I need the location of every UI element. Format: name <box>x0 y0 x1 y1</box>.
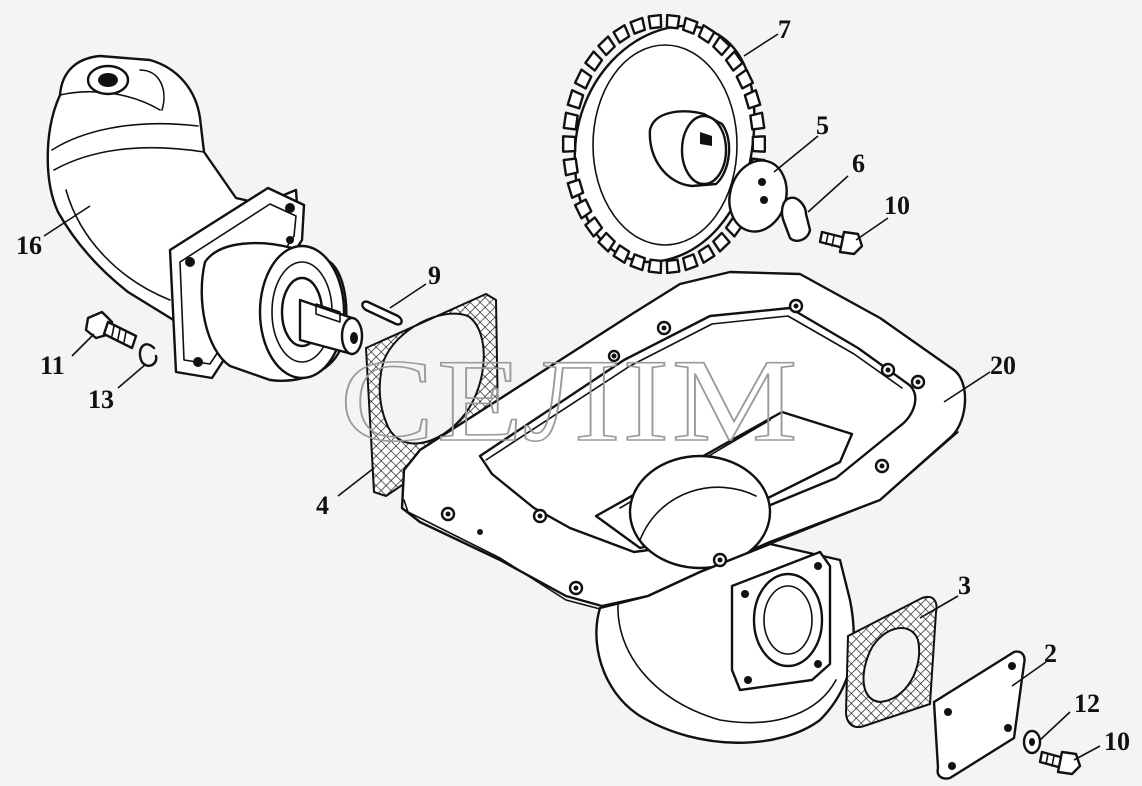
gear-tooth <box>735 68 755 90</box>
callout-2: 2 <box>1044 639 1057 668</box>
watermark-text: СЕЛІМ <box>340 335 800 466</box>
callout-20: 20 <box>990 351 1016 380</box>
callout-5: 5 <box>816 111 829 140</box>
gear-tooth <box>681 16 699 35</box>
housing-part-20 <box>400 270 967 744</box>
washer-part-13 <box>138 343 158 367</box>
gear-tooth <box>566 178 585 199</box>
callout-labels: 16 7 5 6 10 9 11 13 20 4 3 2 12 10 <box>16 15 1130 756</box>
gear-tooth <box>743 89 762 110</box>
washer-part-12 <box>1022 729 1042 755</box>
gear-tooth <box>612 24 631 44</box>
gear-tooth <box>566 89 585 110</box>
gear-tooth <box>629 16 647 35</box>
gear-tooth <box>724 50 744 72</box>
cover-part-2 <box>932 650 1026 780</box>
gear-tooth <box>562 157 579 177</box>
gasket-part-3 <box>844 596 938 728</box>
hydraulic-motor-part-16 <box>46 54 364 382</box>
callout-10-top: 10 <box>884 191 910 220</box>
gear-tooth <box>584 216 604 238</box>
gear-tooth <box>597 35 616 57</box>
gear-tooth <box>712 35 731 57</box>
callout-4: 4 <box>316 491 329 520</box>
gear-tooth <box>573 68 593 90</box>
gear-tooth <box>665 258 681 275</box>
callout-16: 16 <box>16 231 42 260</box>
gear-tooth <box>697 24 716 44</box>
key-part-9 <box>361 300 403 326</box>
gear-tooth <box>697 244 716 264</box>
gear-tooth <box>647 258 663 275</box>
lock-tab-part-6 <box>780 196 812 242</box>
callout-13: 13 <box>88 385 114 414</box>
gear-tooth <box>612 244 631 264</box>
gear-tooth <box>712 231 731 253</box>
bolt-part-10-bottom <box>1038 750 1082 776</box>
gear-tooth <box>597 231 616 253</box>
callout-11: 11 <box>40 351 65 380</box>
gear-tooth <box>629 253 647 272</box>
gear-tooth <box>681 253 699 272</box>
callout-3: 3 <box>958 571 971 600</box>
gear-tooth <box>562 111 579 131</box>
gear-tooth <box>647 13 663 30</box>
bolt-part-11 <box>84 310 138 350</box>
gear-part-7 <box>561 13 767 275</box>
gear-tooth <box>751 135 767 153</box>
gear-tooth <box>561 135 577 153</box>
callout-6: 6 <box>852 149 865 178</box>
gear-tooth <box>573 198 593 220</box>
callout-9: 9 <box>428 261 441 290</box>
leader-lines <box>43 33 1101 761</box>
callout-7: 7 <box>778 15 791 44</box>
gear-tooth <box>665 13 681 30</box>
callout-12: 12 <box>1074 689 1100 718</box>
gear-tooth <box>749 111 766 131</box>
gear-tooth <box>584 50 604 72</box>
bolt-part-10-top <box>818 230 864 256</box>
callout-10-bottom: 10 <box>1104 727 1130 756</box>
